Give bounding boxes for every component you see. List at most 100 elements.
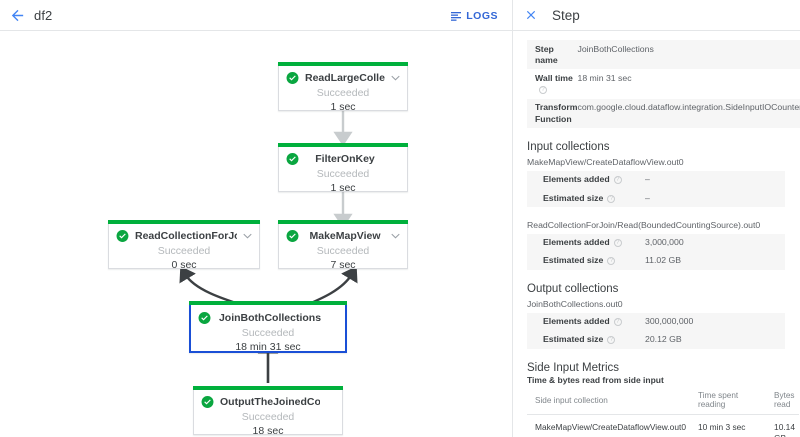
table-row: Estimated size? – <box>527 188 785 208</box>
chevron-down-icon[interactable] <box>391 75 400 81</box>
metric-label: Elements added? <box>527 312 645 331</box>
column-header-time-spent-reading: Time spent reading <box>690 387 767 416</box>
arrow-back-icon[interactable] <box>0 0 34 31</box>
node-status-bar <box>278 62 408 66</box>
node-duration: 18 min 31 sec <box>235 341 301 353</box>
section-title-input-collections: Input collections <box>527 141 610 154</box>
node-status: Succeeded <box>316 168 370 180</box>
node-duration: 18 sec <box>252 425 284 437</box>
table-row: Estimated size? 11.02 GB <box>527 251 785 271</box>
property-label: Step name <box>527 40 578 70</box>
top-toolbar: df2 LOGS <box>0 0 512 31</box>
node-name: ReadLargeCollectionFr… <box>305 72 385 84</box>
node-header: MakeMapView <box>279 230 407 242</box>
graph-node-output-the-joined-collection[interactable]: OutputTheJoinedCollec… Succeeded 18 sec <box>193 386 343 437</box>
close-icon[interactable] <box>524 8 538 22</box>
side-input-subtitle: Time & bytes read from side input <box>527 375 664 386</box>
node-duration: 0 sec <box>171 259 197 271</box>
section-title-side-input-metrics: Side Input Metrics <box>527 362 620 375</box>
node-status: Succeeded <box>316 87 370 99</box>
side-input-metrics-table: Side input collection Time spent reading… <box>527 387 799 437</box>
node-header: ReadLargeCollectionFr… <box>279 72 407 84</box>
cell-side-input-collection: MakeMapView/CreateDataflowView.out0 <box>527 414 690 437</box>
success-check-icon <box>116 230 129 242</box>
metric-label: Elements added? <box>527 233 645 252</box>
input-collection-table-1: Elements added? 3,000,000 Estimated size… <box>527 233 785 271</box>
node-status: Succeeded <box>241 327 295 339</box>
help-icon[interactable]: ? <box>613 318 622 327</box>
table-header-row: Side input collection Time spent reading… <box>527 387 799 416</box>
table-row: Elements added? – <box>527 170 785 189</box>
table-row: MakeMapView/CreateDataflowView.out0 10 m… <box>527 414 799 437</box>
node-name: FilterOnKey <box>315 153 375 165</box>
collection-name: JoinBothCollections.out0 <box>527 299 623 310</box>
table-row: Transform Function com.google.cloud.data… <box>527 98 800 129</box>
success-check-icon <box>201 396 214 408</box>
node-duration: 1 sec <box>330 101 356 113</box>
node-name: OutputTheJoinedCollec… <box>220 396 320 408</box>
step-properties-table: Step name JoinBothCollections Wall time?… <box>527 40 800 129</box>
metric-label: Estimated size? <box>527 330 645 350</box>
help-icon[interactable]: ? <box>607 194 616 203</box>
metric-label: Elements added? <box>527 170 645 189</box>
node-status-bar <box>193 386 343 390</box>
help-icon[interactable]: ? <box>613 176 622 185</box>
column-header-side-input-collection: Side input collection <box>527 387 690 416</box>
cell-bytes-read: 10.14 GB <box>766 414 799 437</box>
metric-label: Estimated size? <box>527 188 645 208</box>
metric-value: – <box>645 188 785 208</box>
property-value: com.google.cloud.dataflow.integration.Si… <box>577 98 800 129</box>
node-header: ReadCollectionForJoin <box>109 230 259 242</box>
node-duration: 7 sec <box>330 259 356 271</box>
output-collection-table-0: Elements added? 300,000,000 Estimated si… <box>527 312 785 350</box>
table-row: Wall time? 18 min 31 sec <box>527 69 800 98</box>
property-label: Wall time? <box>535 73 573 95</box>
help-icon[interactable]: ? <box>539 86 547 95</box>
success-check-icon <box>198 312 211 324</box>
table-row: Step name JoinBothCollections <box>527 40 800 70</box>
node-name: MakeMapView <box>309 230 381 242</box>
panel-header: Step <box>513 0 800 31</box>
node-name: ReadCollectionForJoin <box>135 230 237 242</box>
chevron-down-icon[interactable] <box>391 233 400 239</box>
pipeline-graph-canvas[interactable]: ReadLargeCollectionFr… Succeeded 1 sec F… <box>0 31 512 437</box>
metric-value: 20.12 GB <box>645 330 785 350</box>
section-title-output-collections: Output collections <box>527 283 619 296</box>
help-icon[interactable]: ? <box>613 239 622 248</box>
node-status: Succeeded <box>157 245 211 257</box>
logs-list-icon <box>451 11 462 21</box>
logs-button[interactable]: LOGS <box>450 0 498 31</box>
node-duration: 1 sec <box>330 182 356 194</box>
graph-node-read-collection-for-join[interactable]: ReadCollectionForJoin Succeeded 0 sec <box>108 220 260 271</box>
node-status-bar <box>189 301 347 305</box>
table-row: Estimated size? 20.12 GB <box>527 330 785 350</box>
collection-name: MakeMapView/CreateDataflowView.out0 <box>527 157 684 168</box>
table-row: Elements added? 3,000,000 <box>527 233 785 252</box>
job-graph-pane: df2 LOGS <box>0 0 512 437</box>
node-status-bar <box>278 143 408 147</box>
chevron-down-icon[interactable] <box>243 233 252 239</box>
table-row: Elements added? 300,000,000 <box>527 312 785 331</box>
property-value: 18 min 31 sec <box>577 73 632 84</box>
node-status-bar <box>108 220 260 224</box>
help-icon[interactable]: ? <box>607 336 616 345</box>
metric-value: 3,000,000 <box>645 233 785 252</box>
panel-body: Step name JoinBothCollections Wall time?… <box>513 31 800 437</box>
node-name: JoinBothCollections <box>218 312 322 324</box>
success-check-icon <box>286 72 299 84</box>
node-header: OutputTheJoinedCollec… <box>194 396 342 408</box>
node-header: FilterOnKey <box>279 153 407 165</box>
panel-title: Step <box>552 7 580 23</box>
property-value: JoinBothCollections <box>577 40 800 70</box>
column-header-bytes-read: Bytes read <box>766 387 799 416</box>
graph-node-make-map-view[interactable]: MakeMapView Succeeded 7 sec <box>278 220 408 271</box>
graph-node-filter-on-key[interactable]: FilterOnKey Succeeded 1 sec <box>278 143 408 194</box>
property-label: Transform Function <box>527 98 578 129</box>
logs-button-label: LOGS <box>466 9 498 22</box>
graph-node-read-large-collection[interactable]: ReadLargeCollectionFr… Succeeded 1 sec <box>278 62 408 113</box>
help-icon[interactable]: ? <box>607 257 616 266</box>
node-status: Succeeded <box>316 245 370 257</box>
node-status-bar <box>278 220 408 224</box>
graph-node-join-both-collections[interactable]: JoinBothCollections Succeeded 18 min 31 … <box>189 301 347 353</box>
